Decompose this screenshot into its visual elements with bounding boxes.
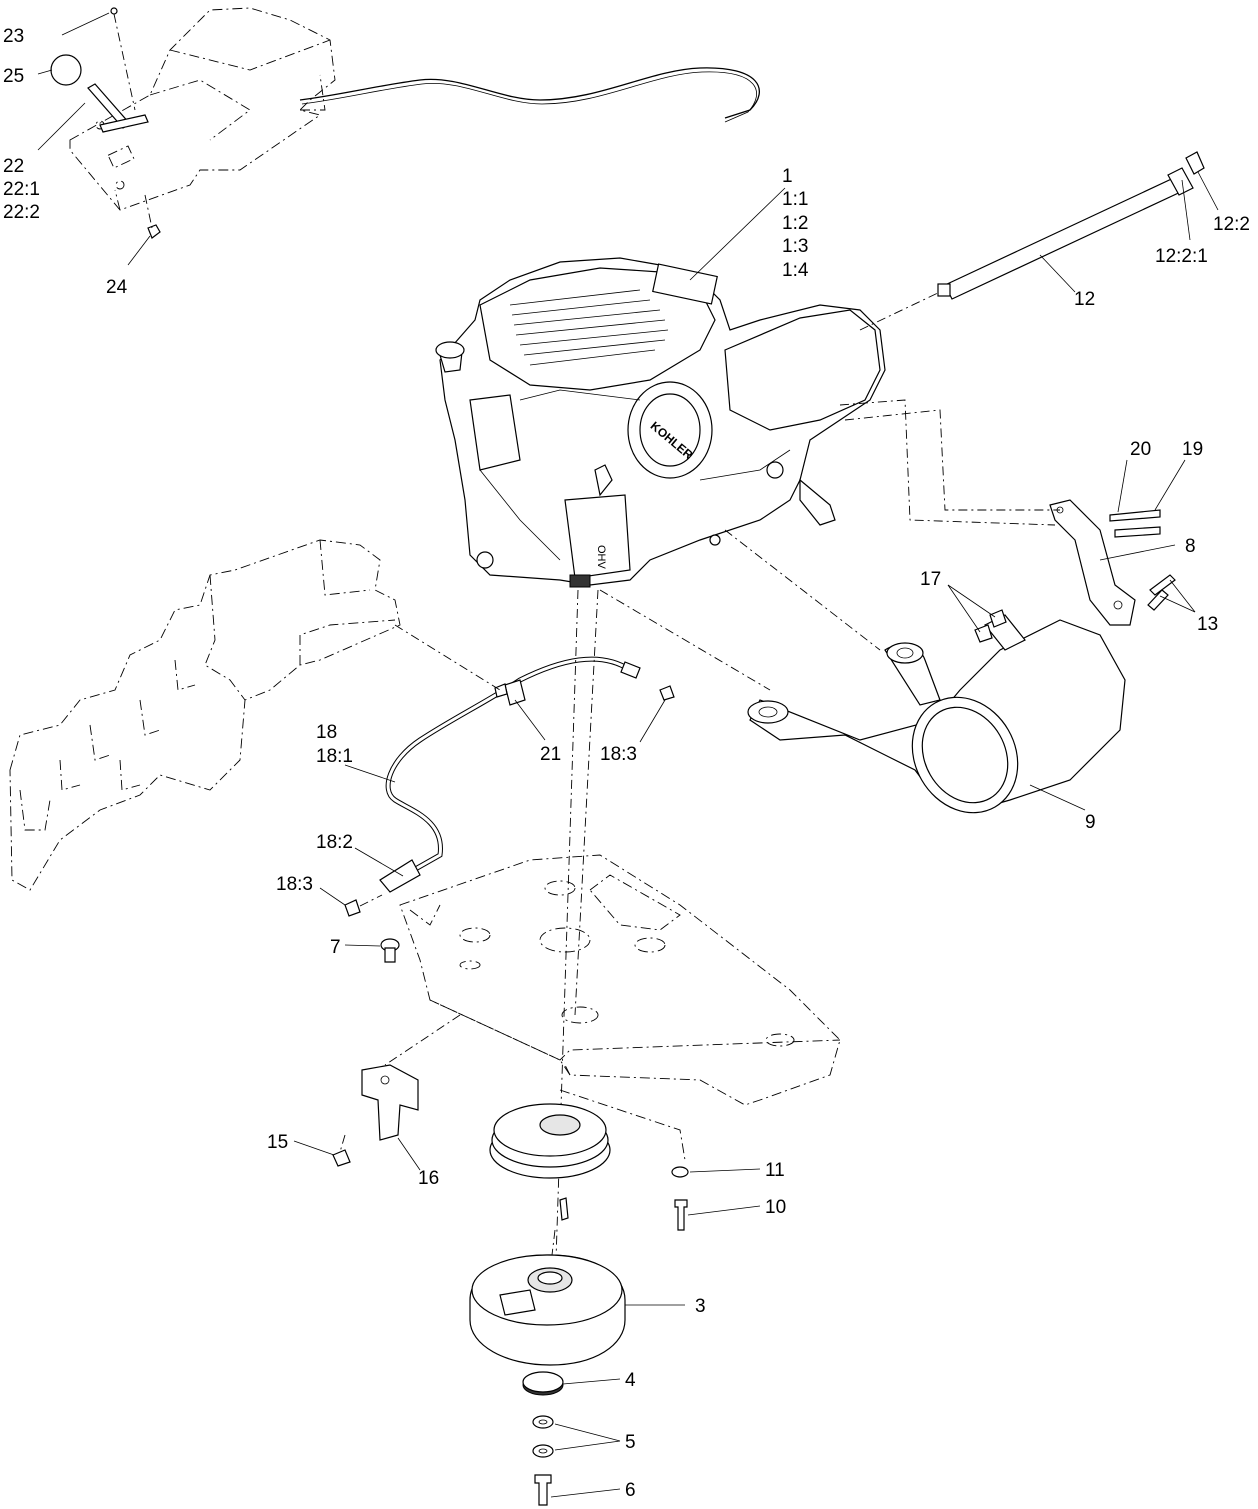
engine-grille: [509, 289, 669, 366]
hose-clamp-18-3-lower: [344, 894, 383, 917]
throttle-cable: [299, 67, 760, 123]
fuel-line: [379, 656, 641, 893]
callout-9: 9: [1085, 812, 1096, 833]
callout-1-1: 1:1: [782, 189, 808, 210]
callout-20: 20: [1130, 439, 1151, 460]
callout-25: 25: [3, 66, 24, 87]
callout-labels: 23 25 22 22:1 22:2 24 1 1:1 1:2 1:3 1:4 …: [3, 26, 1250, 1501]
locknut-24: [144, 194, 161, 239]
bracket-16: [361, 1014, 461, 1141]
washer-11: [671, 1166, 689, 1178]
control-panel-bracket: [69, 7, 336, 211]
washers-5: [532, 1415, 554, 1458]
callout-8: 8: [1185, 536, 1196, 557]
control-lever: [50, 54, 149, 133]
bolts-13: [1147, 574, 1176, 611]
frame-phantom-left: [9, 539, 401, 891]
callout-18-1: 18:1: [316, 746, 353, 767]
exhaust-centerline: [724, 529, 881, 651]
callout-16: 16: [418, 1168, 439, 1189]
deck-plate-phantom: [399, 854, 841, 1106]
callout-18: 18: [316, 722, 337, 743]
bolts-19-20: [839, 399, 1161, 538]
callout-13: 13: [1197, 614, 1218, 635]
engine: KOHLER OHV: [435, 257, 886, 588]
callout-22: 22: [3, 156, 24, 177]
flange-nut-15: [332, 1134, 351, 1167]
muffler: [747, 614, 1126, 814]
exhaust-centerline-2: [599, 589, 771, 691]
muffler-bracket: [1049, 499, 1136, 626]
callout-15: 15: [267, 1132, 288, 1153]
callout-19: 19: [1182, 439, 1203, 460]
callout-18-3-upper: 18:3: [600, 744, 637, 765]
callout-22-2: 22:2: [3, 202, 40, 223]
callout-12: 12: [1074, 289, 1095, 310]
spacer-4: [522, 1371, 564, 1396]
tailpipe-12: [859, 151, 1205, 331]
lever-screw-23: [110, 7, 136, 111]
bolt-6: [534, 1474, 552, 1506]
callout-1-2: 1:2: [782, 213, 808, 234]
callout-6: 6: [625, 1480, 636, 1501]
leader-lines: [37, 12, 1219, 1498]
callout-3: 3: [695, 1296, 706, 1317]
callout-4: 4: [625, 1370, 636, 1391]
electric-clutch: [469, 1229, 626, 1366]
crankshaft-centerline-1: [554, 589, 579, 1291]
callout-23: 23: [3, 26, 24, 47]
callout-21: 21: [540, 744, 561, 765]
callout-18-2: 18:2: [316, 832, 353, 853]
callout-1-3: 1:3: [782, 236, 808, 257]
callout-22-1: 22:1: [3, 179, 40, 200]
pulley: [489, 1089, 686, 1221]
hose-clamp-21: [394, 624, 526, 706]
engine-badge-label: OHV: [595, 545, 607, 570]
grommet-7: [380, 938, 400, 963]
callout-11: 11: [765, 1160, 785, 1181]
callout-12-2: 12:2: [1213, 214, 1250, 235]
callout-12-2-1: 12:2:1: [1155, 246, 1208, 267]
bolt-10: [674, 1199, 688, 1231]
callout-1-4: 1:4: [782, 260, 809, 281]
callout-1: 1: [782, 166, 793, 187]
callout-17: 17: [920, 569, 941, 590]
callout-10: 10: [765, 1197, 786, 1218]
callout-5: 5: [625, 1432, 636, 1453]
hose-clamp-18-3-upper: [659, 685, 675, 701]
callout-18-3-lower: 18:3: [276, 874, 313, 895]
nuts-17: [974, 609, 1007, 643]
callout-7: 7: [330, 937, 341, 958]
crankshaft-centerline-2: [574, 589, 599, 1016]
callout-24: 24: [106, 277, 128, 298]
